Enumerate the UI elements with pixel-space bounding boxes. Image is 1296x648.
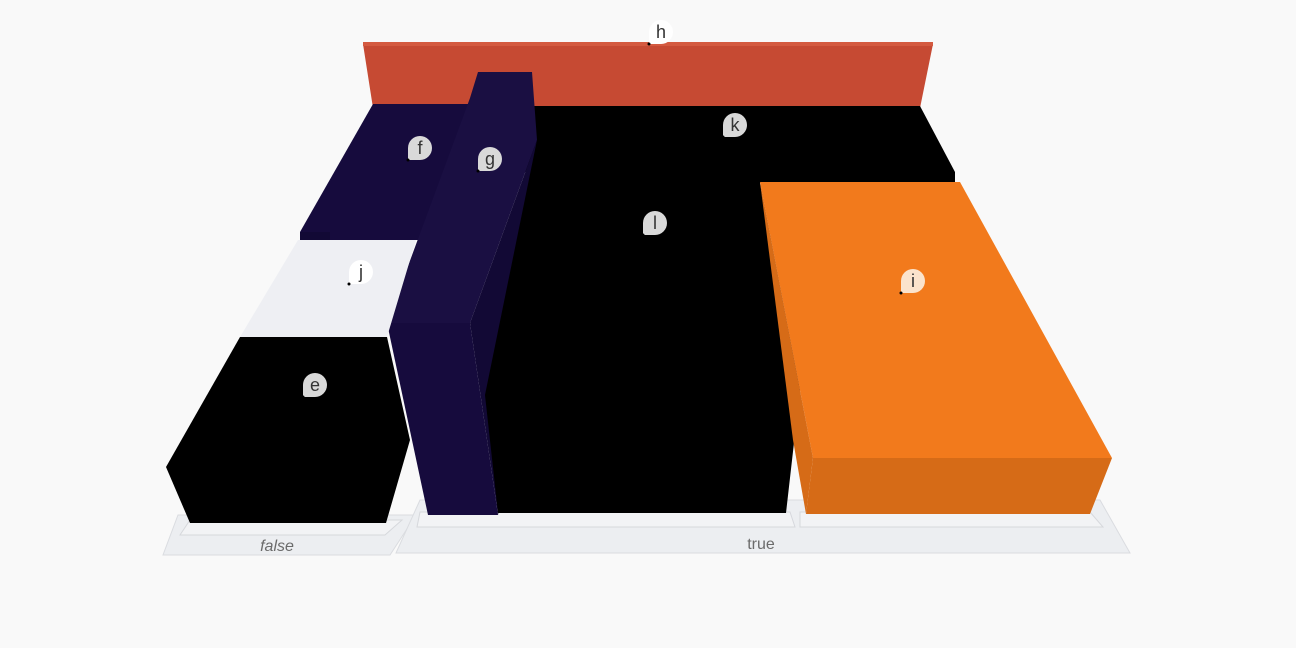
marker-dot-i (899, 291, 903, 295)
marker-e: e (301, 373, 327, 399)
marker-j: j (347, 260, 373, 286)
marker-dot-f (406, 158, 410, 162)
marker-bubble-l (643, 211, 667, 235)
base-plate-true-inner-right (799, 511, 1105, 528)
marker-dot-e (301, 395, 305, 399)
block-g-top (387, 72, 537, 323)
marker-label-i: i (911, 271, 915, 291)
block-k[interactable] (500, 106, 955, 172)
marker-k: k (721, 113, 747, 139)
block-f[interactable] (300, 104, 470, 240)
marker-bubble-k (723, 113, 747, 137)
block-i-side (760, 182, 813, 514)
marker-f: f (406, 136, 432, 162)
marker-label-h: h (656, 22, 666, 42)
block-i[interactable] (760, 182, 1112, 514)
marker-i: i (899, 269, 925, 295)
block-markers: e j f g h k l i (301, 20, 925, 399)
marker-dot-g (476, 169, 480, 173)
marker-bubble-h (649, 20, 673, 44)
group-label-true: true (747, 536, 775, 553)
block-h-front (363, 44, 933, 108)
block-f-side (300, 232, 330, 240)
marker-label-e: e (310, 375, 320, 395)
block-i-front (806, 458, 1112, 514)
marker-label-k: k (731, 115, 741, 135)
marker-bubble-i (901, 269, 925, 293)
marker-dot-l (641, 233, 645, 237)
marker-bubble-f (408, 136, 432, 160)
block-l-k-side (760, 172, 955, 183)
marker-g: g (476, 147, 502, 173)
marker-label-j: j (358, 262, 363, 282)
marker-bubble-e (303, 373, 327, 397)
marker-label-g: g (485, 149, 495, 169)
marker-h: h (647, 20, 673, 46)
marker-bubble-g (478, 147, 502, 171)
block-e-top (166, 337, 410, 523)
block-g-front (387, 323, 498, 515)
marker-dot-k (721, 135, 725, 139)
block-f-top (300, 104, 470, 240)
marker-dot-j (347, 282, 351, 286)
block-k-top (500, 106, 955, 172)
block-j-top (240, 240, 416, 337)
block-e[interactable] (166, 337, 410, 523)
marker-dot-h (647, 42, 651, 46)
marker-l: l (641, 211, 667, 237)
group-label-false: false (260, 538, 294, 555)
marker-label-l: l (653, 213, 657, 233)
block-i-top (760, 182, 1112, 458)
marker-label-f: f (417, 138, 423, 158)
block-h[interactable] (363, 42, 933, 108)
block-j[interactable] (240, 240, 416, 337)
block-l[interactable] (485, 140, 955, 513)
block-l-body (485, 140, 800, 513)
marker-bubble-j (349, 260, 373, 284)
